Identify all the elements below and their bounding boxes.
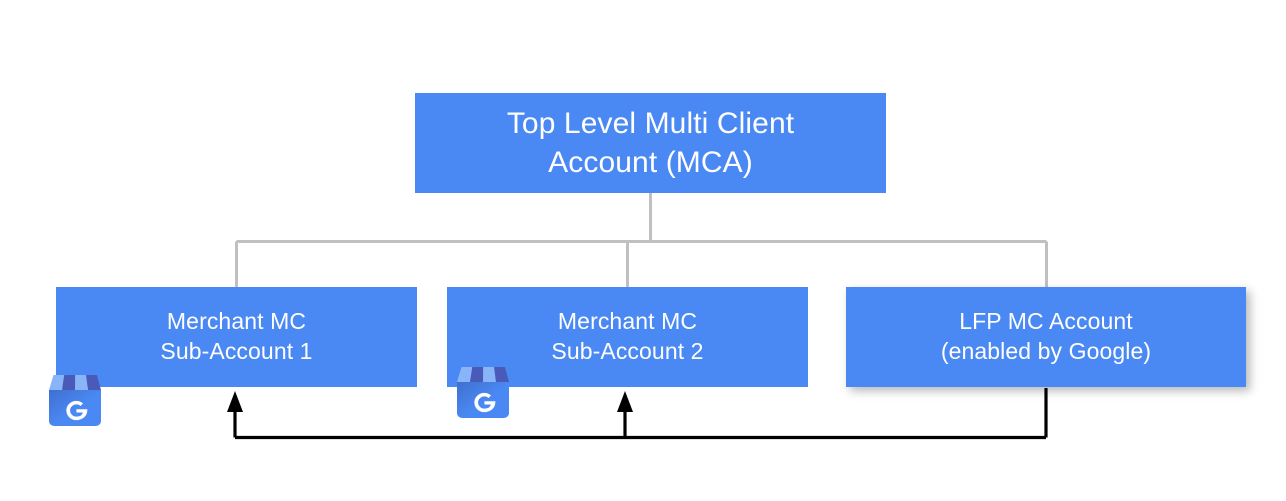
node-merchant-mc-sub-account-1[interactable]: Merchant MC Sub-Account 1 (56, 287, 417, 387)
arrowhead-to-sub2 (617, 391, 633, 412)
arrowhead-to-sub1 (227, 391, 243, 412)
node-lfp-mc-account[interactable]: LFP MC Account (enabled by Google) (846, 287, 1246, 387)
node-merchant-mc-sub-account-2[interactable]: Merchant MC Sub-Account 2 (447, 287, 808, 387)
node-top-level-mca-label: Top Level Multi Client Account (MCA) (506, 107, 795, 179)
node-top-level-mca[interactable]: Top Level Multi Client Account (MCA) (415, 93, 886, 193)
node-merchant-mc-sub-account-1-label: Merchant MC Sub-Account 1 (160, 308, 313, 364)
node-merchant-mc-sub-account-2-label: Merchant MC Sub-Account 2 (551, 308, 704, 364)
node-lfp-mc-account-label: LFP MC Account (enabled by Google) (940, 308, 1152, 364)
google-business-profile-icon (49, 375, 101, 426)
google-business-profile-icon (457, 367, 509, 418)
